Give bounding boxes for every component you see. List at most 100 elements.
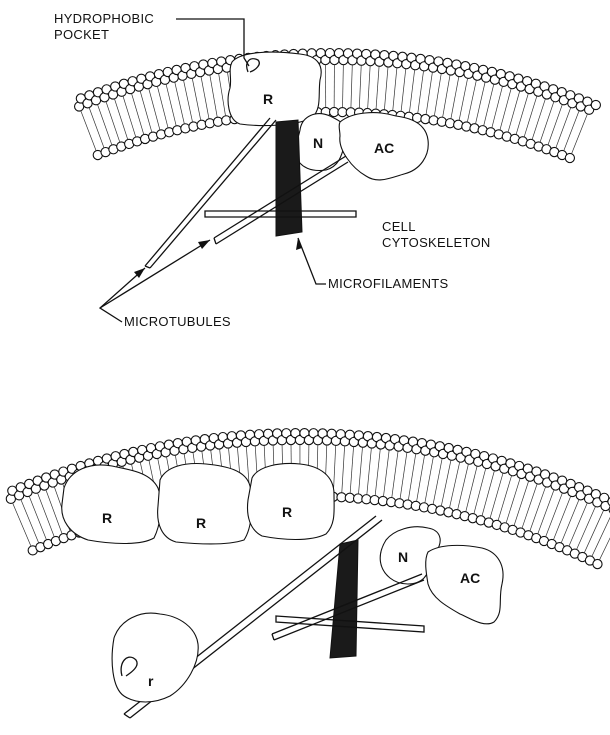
lipid-tail: [451, 77, 459, 119]
lipid-head: [205, 119, 214, 128]
lipid-head: [395, 499, 404, 508]
lipid-tail: [29, 496, 46, 540]
lipid-tail: [458, 464, 469, 510]
lipid-tail: [484, 84, 494, 126]
bottom-receptor-2: R: [158, 464, 252, 544]
lipid-tail: [201, 77, 209, 119]
lipid-tail: [599, 518, 610, 560]
lipid-head: [403, 500, 412, 509]
lipid-tail: [89, 108, 104, 148]
lipid-tail: [333, 445, 335, 492]
lipid-tail: [548, 105, 562, 145]
lipid-tail: [192, 78, 200, 120]
lipid-tail: [514, 481, 529, 525]
lipid-tail: [409, 70, 414, 112]
lipid-tail: [343, 65, 344, 108]
lipid-tail: [408, 454, 415, 500]
bottom-receptor-1: R: [62, 465, 161, 544]
lipid-tail: [13, 503, 31, 546]
lipid-head: [428, 504, 437, 513]
lipid-head: [454, 120, 463, 129]
lipid-head: [419, 503, 428, 512]
bottom-n-label: N: [398, 549, 408, 565]
lipid-tail: [46, 490, 62, 534]
lipid-head: [421, 114, 430, 123]
lipid-tail: [140, 91, 152, 132]
lipid-head: [445, 119, 454, 128]
lipid-tail: [418, 71, 424, 113]
lipid-tail: [350, 447, 353, 494]
lipid-tail: [506, 478, 520, 523]
lipid-tail: [449, 462, 459, 508]
cell-cytoskeleton-label-line2: CYTOSKELETON: [382, 235, 491, 250]
lipid-tail: [359, 65, 361, 108]
lipid-tail: [368, 66, 370, 109]
lipid-head: [222, 116, 231, 125]
lipid-tail: [367, 448, 372, 495]
lipid-tail: [443, 75, 450, 117]
lipid-tail: [530, 487, 546, 531]
lipid-tail: [466, 466, 477, 511]
lipid-tail: [351, 65, 352, 108]
lipid-tail: [400, 452, 407, 498]
lipid-tail: [184, 80, 193, 122]
lipid-tail: [476, 82, 486, 124]
lipid-tail: [166, 84, 176, 126]
lipid-tail: [81, 111, 96, 151]
lipid-head: [213, 117, 222, 126]
lipid-head: [565, 153, 574, 162]
top-microfilament: [276, 120, 302, 236]
bottom-ac-label: AC: [460, 570, 480, 586]
lipid-tail: [572, 114, 588, 154]
internalized-receptor-label: r: [148, 673, 154, 689]
lipid-head: [437, 117, 446, 126]
lipid-head: [429, 116, 438, 125]
top-adenylate-cyclase: AC: [339, 113, 428, 180]
lipid-tail: [592, 514, 610, 556]
lipid-tail: [98, 105, 112, 145]
lipid-tail: [577, 507, 596, 550]
lipid-tail: [538, 490, 554, 534]
lipid-head: [189, 122, 198, 131]
bottom-receptor-3: R: [248, 464, 335, 540]
lipid-tail: [342, 446, 345, 493]
lipid-tail: [556, 108, 571, 148]
microfilaments-label: MICROFILAMENTS: [328, 276, 449, 291]
lipid-tail: [459, 78, 467, 120]
lipid-tail: [508, 91, 520, 132]
lipid-tail: [561, 500, 579, 543]
lipid-head: [593, 559, 602, 568]
lipid-tail: [375, 449, 380, 496]
lipid-head: [197, 120, 206, 129]
top-n-label: N: [313, 135, 323, 151]
lipid-tail: [38, 493, 55, 537]
lipid-head: [411, 501, 420, 510]
lipid-tail: [474, 468, 486, 513]
hydrophobic-pocket-label-line2: POCKET: [54, 27, 109, 42]
bottom-receptor-2-label: R: [196, 515, 206, 531]
top-receptor: R: [228, 52, 321, 125]
cell-cytoskeleton-label-line1: CELL: [382, 219, 416, 234]
lipid-tail: [425, 457, 433, 503]
lipid-tail: [376, 66, 379, 109]
bottom-adenylate-cyclase: AC: [426, 545, 503, 623]
lipid-tail: [546, 493, 563, 537]
lipid-tail: [500, 89, 511, 130]
lipid-tail: [383, 450, 389, 496]
lipid-tail: [441, 460, 451, 506]
top-receptor-label: R: [263, 91, 273, 107]
lipid-tail: [434, 74, 441, 116]
top-n-protein: N: [295, 114, 347, 171]
lipid-head: [591, 100, 600, 109]
lipid-tail: [426, 72, 432, 114]
lipid-tail: [359, 447, 363, 494]
lipid-tail: [175, 82, 185, 124]
lipid-tail: [564, 111, 579, 151]
top-ac-label: AC: [374, 140, 394, 156]
microtubules-label: MICROTUBULES: [124, 314, 231, 329]
lipid-tail: [157, 86, 168, 127]
lipid-tail: [569, 503, 587, 546]
lipid-tail: [384, 67, 388, 110]
bottom-receptor-3-label: R: [282, 504, 292, 520]
lipid-tail: [21, 500, 39, 543]
